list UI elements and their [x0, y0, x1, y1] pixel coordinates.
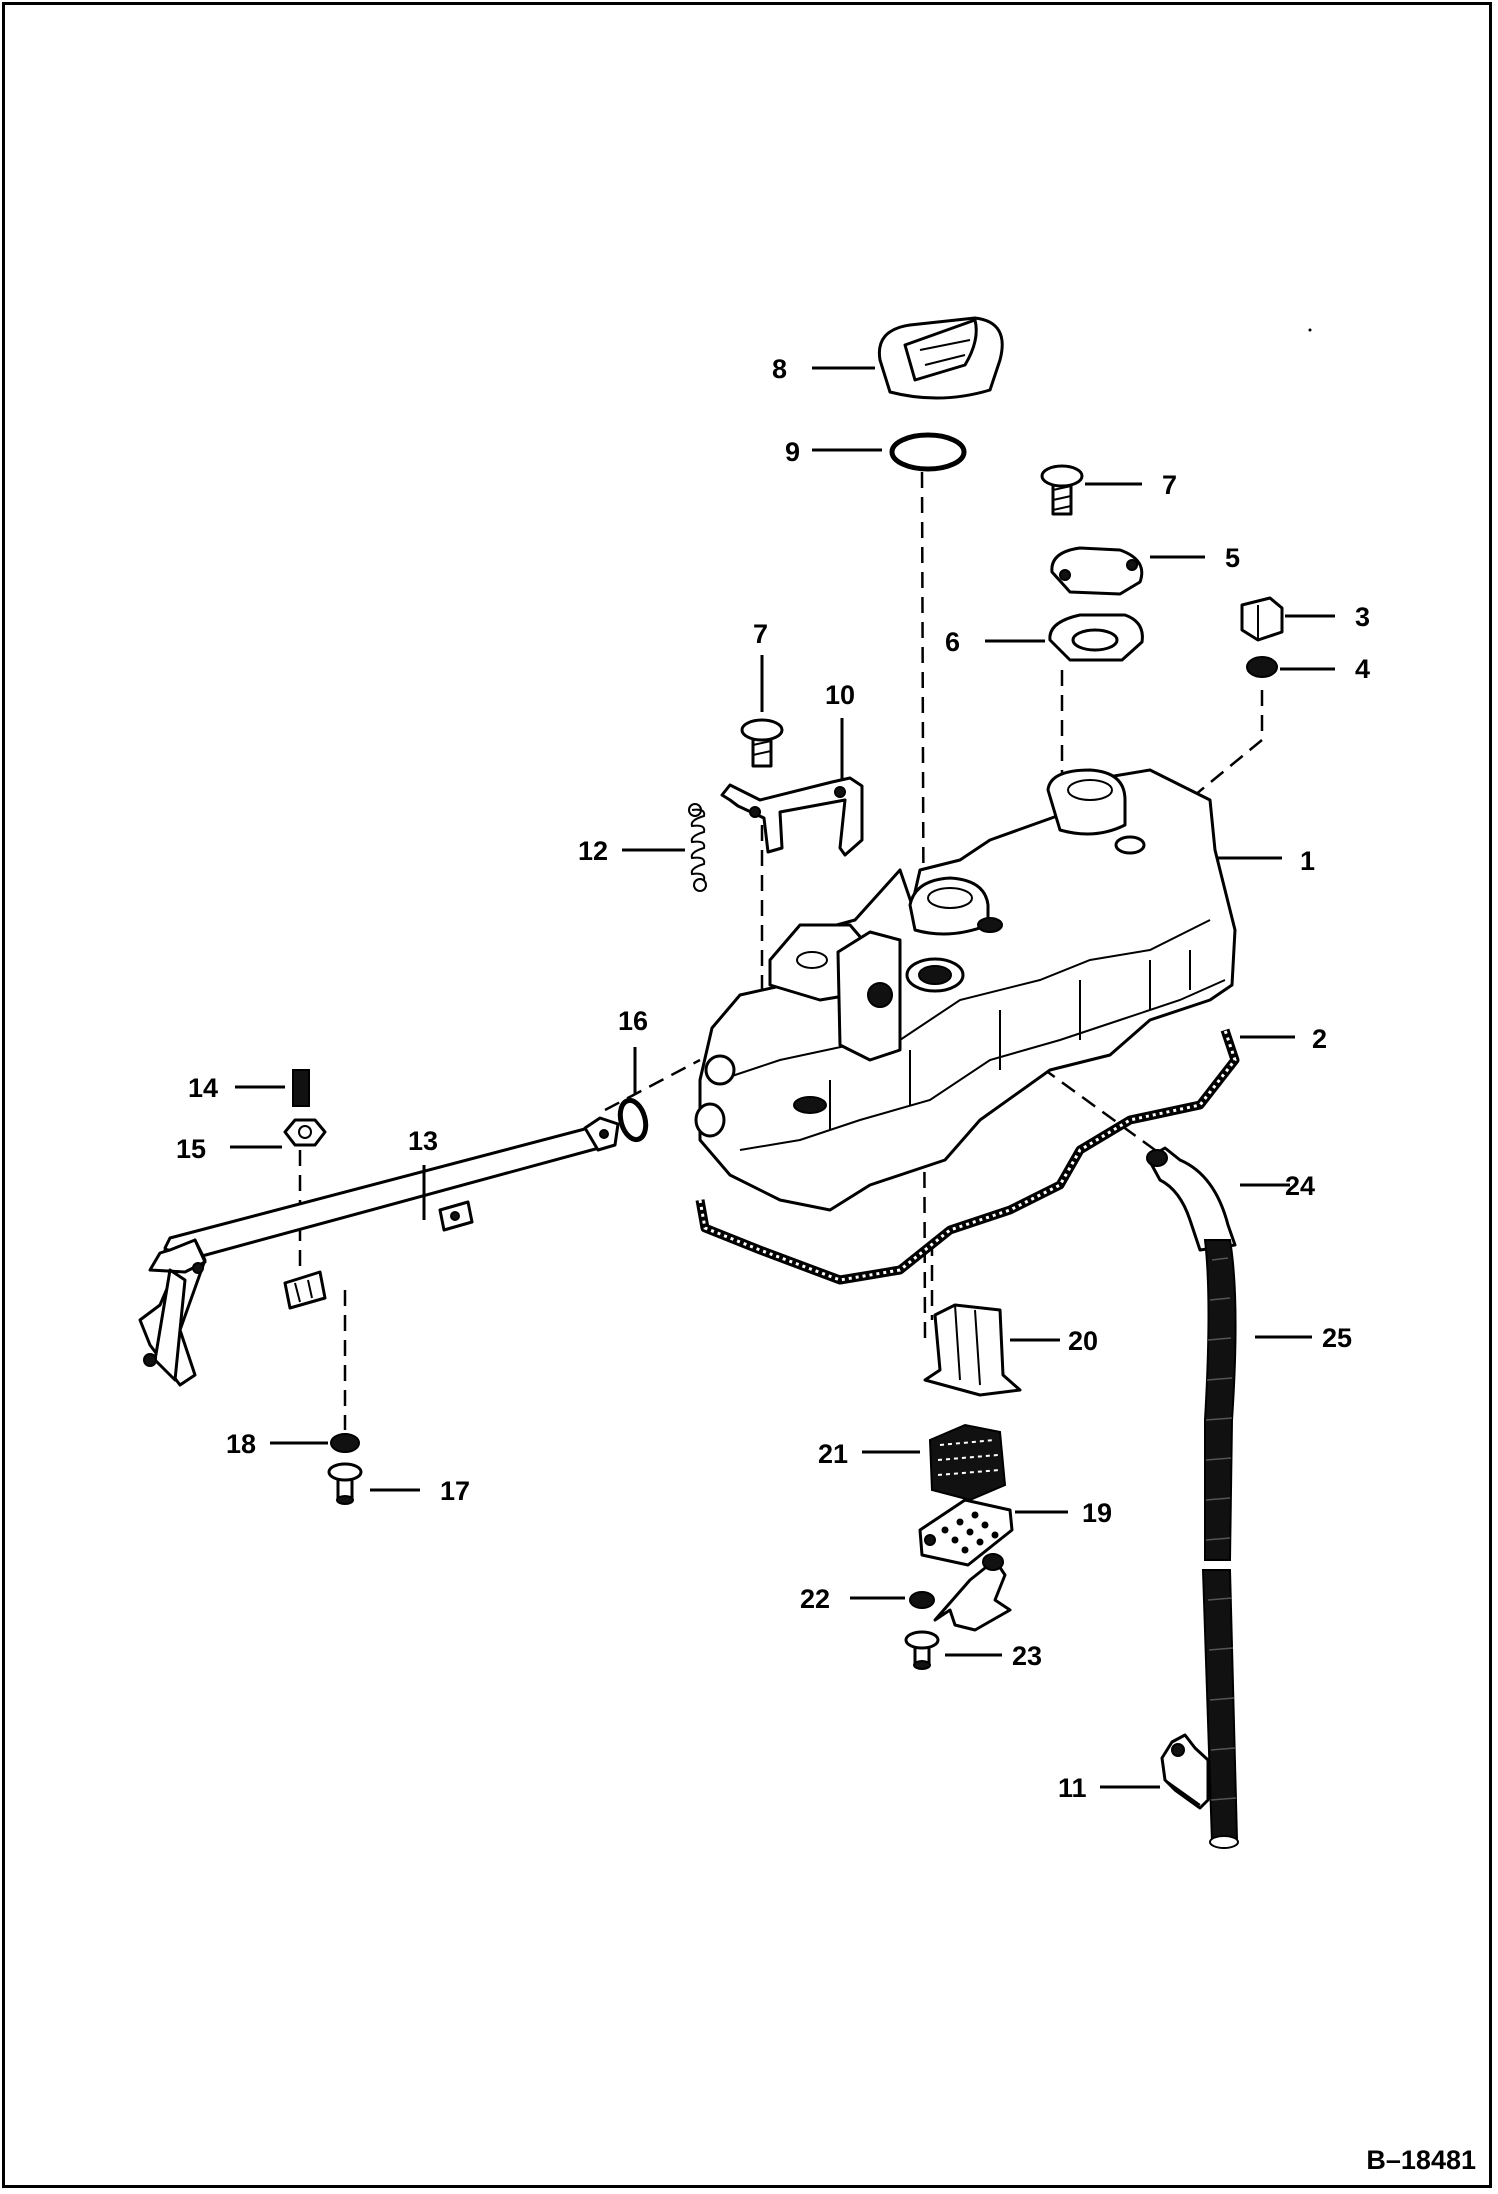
bracket-bolt [740, 718, 784, 768]
callout-7-upper: 7 [1162, 470, 1177, 500]
callout-17: 17 [440, 1476, 470, 1506]
callout-13: 13 [408, 1126, 438, 1156]
lever-bolt [327, 1462, 363, 1505]
breather-elbow [1146, 1146, 1237, 1252]
clip-screw [904, 1630, 940, 1670]
callout-6: 6 [945, 627, 960, 657]
figure-id: B–18481 [1366, 2145, 1476, 2175]
callout-11: 11 [1058, 1773, 1087, 1803]
breather-filter-element [928, 1423, 1007, 1502]
callout-1: 1 [1300, 846, 1315, 876]
plug-washer [1246, 656, 1278, 678]
breather-hose [1201, 1239, 1239, 1849]
breather-plate [918, 1498, 1014, 1567]
callout-19: 19 [1082, 1498, 1112, 1528]
filler-cap-o-ring [889, 432, 967, 472]
callout-7-lower: 7 [753, 619, 768, 649]
throttle-bracket [720, 776, 864, 857]
clip-washer [909, 1591, 935, 1609]
callout-12: 12 [578, 836, 608, 866]
callout-4: 4 [1355, 654, 1370, 684]
callout-14: 14 [188, 1073, 218, 1103]
callout-21: 21 [818, 1439, 848, 1469]
throttle-spring [688, 803, 707, 892]
callout-5: 5 [1225, 543, 1240, 573]
breather-baffle [923, 1303, 1022, 1397]
throttle-shaft [138, 1116, 620, 1387]
callout-labels: 1 2 3 4 5 6 7 7 8 9 10 11 12 13 14 15 16… [176, 354, 1370, 1803]
callout-9: 9 [785, 437, 800, 467]
callout-8: 8 [772, 354, 787, 384]
leader-lines [230, 366, 1335, 1789]
callout-24: 24 [1285, 1171, 1315, 1201]
cover-plate-bolt [1040, 464, 1084, 516]
scan-speck [1308, 328, 1312, 332]
lock-nut [283, 1118, 327, 1147]
callout-2: 2 [1312, 1024, 1327, 1054]
callout-20: 20 [1068, 1326, 1098, 1356]
set-screw [292, 1069, 310, 1107]
callout-10: 10 [825, 680, 855, 710]
callout-18: 18 [226, 1429, 256, 1459]
callout-25: 25 [1322, 1323, 1352, 1353]
valve-cover-gasket [695, 1028, 1240, 1285]
callout-15: 15 [176, 1134, 206, 1164]
callout-22: 22 [800, 1584, 830, 1614]
oil-filler-cap [877, 316, 1004, 400]
valve-cover [694, 768, 1237, 1212]
cover-plate [1050, 546, 1144, 596]
callout-16: 16 [618, 1006, 648, 1036]
callout-23: 23 [1012, 1641, 1042, 1671]
cover-plate-gasket [1048, 613, 1144, 662]
lever-washer [330, 1433, 360, 1453]
vent-plug [1240, 596, 1284, 642]
breather-clip [933, 1553, 1012, 1632]
shaft-o-ring [617, 1097, 649, 1143]
hose-bracket [1160, 1733, 1210, 1810]
callout-3: 3 [1355, 602, 1370, 632]
